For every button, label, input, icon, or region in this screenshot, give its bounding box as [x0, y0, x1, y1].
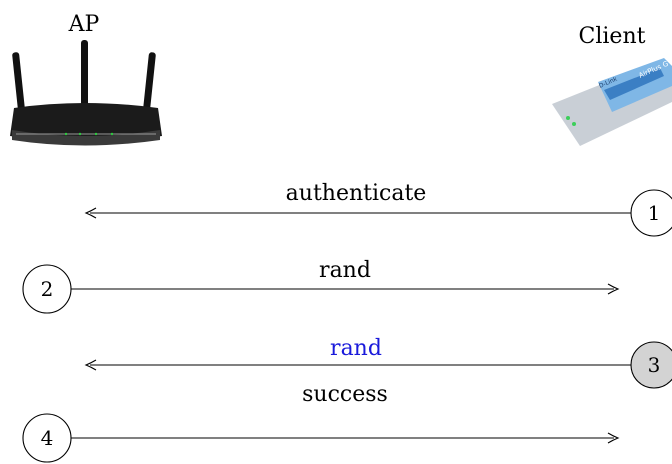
message-label-2: rand — [319, 258, 371, 283]
message-1: authenticate 1 — [84, 181, 672, 237]
wireless-card-icon: AirPlus G D-Link — [552, 58, 672, 152]
ap-label: AP — [68, 12, 100, 37]
arrowhead-3 — [84, 359, 97, 371]
message-2: rand 2 — [22, 258, 620, 314]
step-circle-1 — [630, 189, 672, 237]
arrowhead-1 — [84, 207, 97, 219]
message-label-1: authenticate — [286, 181, 427, 206]
step-circle-4 — [22, 413, 72, 463]
step-circle-3 — [630, 341, 672, 389]
client-label: Client — [579, 24, 646, 49]
arrowhead-4 — [607, 432, 620, 444]
step-number-2: 2 — [41, 277, 54, 301]
message-label-3: rand — [330, 336, 382, 361]
router-icon — [10, 40, 162, 146]
message-label-4: success — [302, 382, 388, 407]
message-3: rand 3 — [84, 336, 672, 389]
step-number-4: 4 — [41, 426, 54, 450]
step-number-3: 3 — [648, 353, 661, 377]
message-4: success 4 — [22, 382, 620, 463]
step-number-1: 1 — [648, 201, 661, 225]
step-circle-2 — [22, 264, 72, 314]
arrowhead-2 — [607, 283, 620, 295]
